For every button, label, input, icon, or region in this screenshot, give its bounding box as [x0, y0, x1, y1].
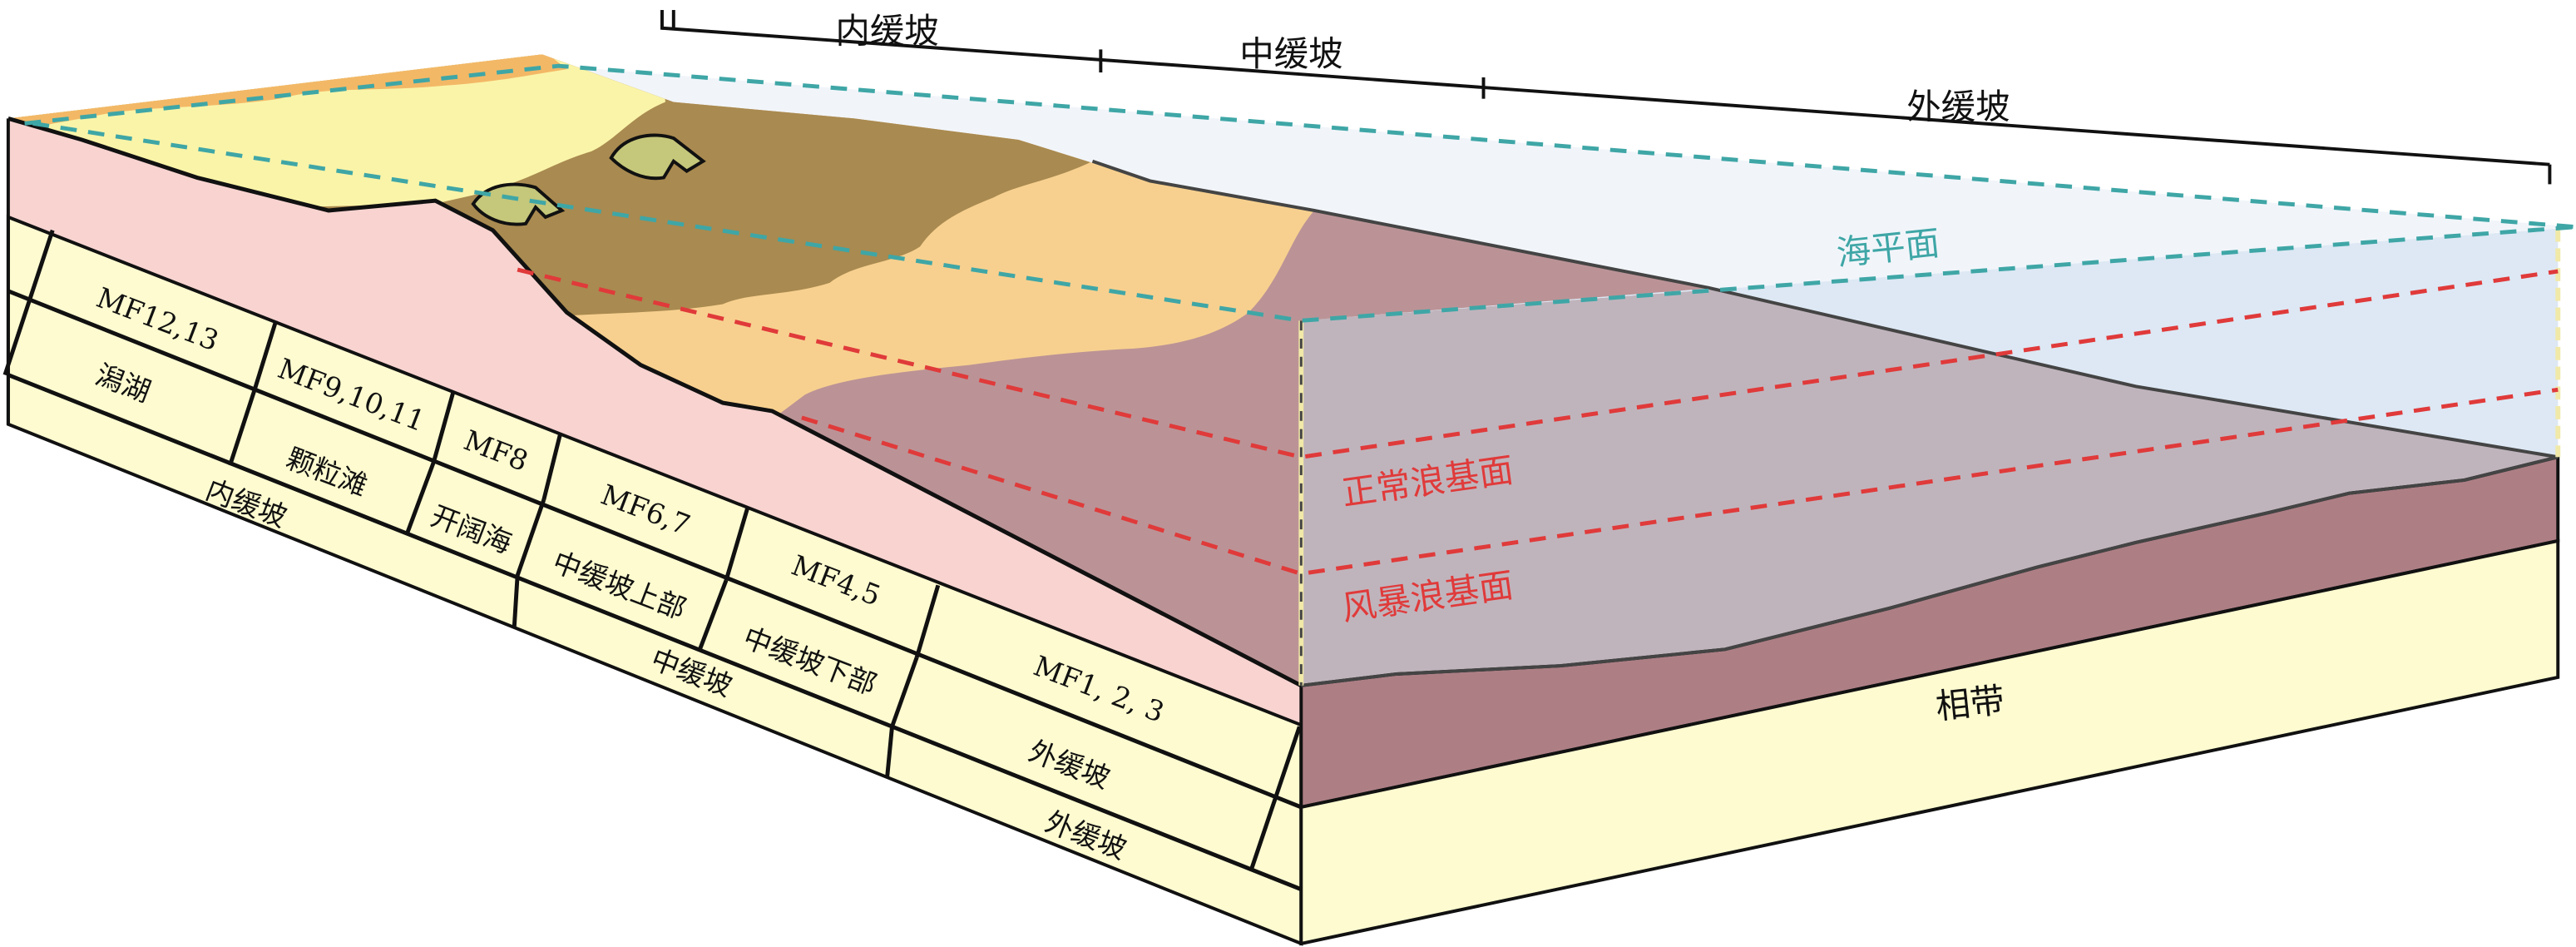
- scale-label-inner-ramp: 内缓坡: [835, 12, 938, 52]
- lagoon-zone: [7, 54, 665, 214]
- sea-level-front-line: [32, 121, 2576, 323]
- table-grid: [2, 229, 1303, 892]
- storm-wave-base-line: [801, 387, 2559, 577]
- reference-lines: [24, 63, 2576, 577]
- seafloor-back-line: [1091, 159, 2559, 459]
- submerged-seafloor: [1301, 289, 2559, 686]
- right-face-base: [1299, 538, 2560, 946]
- ramp-scale-bar: [660, 10, 2552, 185]
- sea-level-line: [24, 63, 2576, 230]
- scale-label-mid-ramp: 中缓坡: [1239, 34, 1342, 74]
- seafloor-profile-line: [7, 117, 1303, 687]
- normal-wave-base-line: [517, 267, 2559, 459]
- tidal-flat-zone: [7, 54, 567, 132]
- scale-label-outer-ramp: 外缓坡: [1906, 87, 2010, 126]
- seafloor-front-line: [1301, 455, 2559, 687]
- shell-fossil-icon: [471, 182, 566, 226]
- shell-fossil-icon: [609, 133, 706, 181]
- left-face-sediment: [7, 118, 1302, 726]
- facies-belt-label: 相带: [1934, 680, 2007, 726]
- water-column-lower: [1717, 228, 2559, 458]
